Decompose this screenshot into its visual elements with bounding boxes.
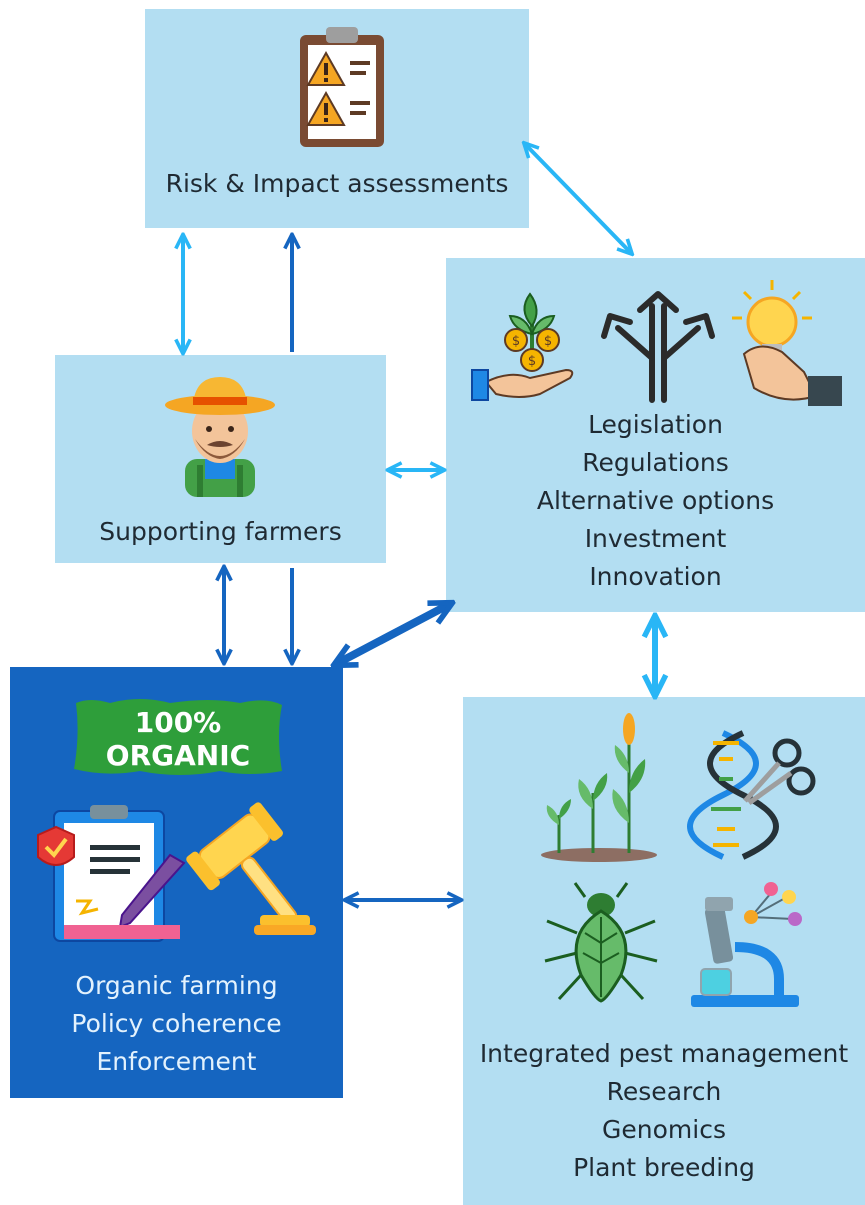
farmer-icon bbox=[165, 377, 275, 497]
ipm-line-1: Integrated pest management bbox=[479, 1039, 849, 1068]
svg-text:$: $ bbox=[512, 334, 520, 349]
legislation-box: $ $ $ Legislation Regulations bbox=[446, 258, 865, 612]
ipm-box: Integrated pest management Research Geno… bbox=[463, 697, 865, 1205]
gavel-icon bbox=[186, 802, 316, 935]
svg-text:$: $ bbox=[544, 334, 552, 349]
legislation-line-1: Legislation bbox=[588, 410, 723, 439]
arrow-organic-legislation bbox=[336, 604, 450, 664]
legislation-line-5: Innovation bbox=[589, 562, 722, 591]
risk-assessment-box: Risk & Impact assessments bbox=[145, 9, 529, 228]
organic-badge-line-1: 100% bbox=[135, 706, 222, 739]
svg-text:$: $ bbox=[528, 354, 536, 369]
ipm-line-2: Research bbox=[606, 1077, 722, 1106]
microscope-icon bbox=[691, 882, 802, 1007]
leaf-insect-icon bbox=[544, 882, 658, 1003]
arrow-risk-legislation bbox=[525, 144, 631, 253]
supporting-farmers-label: Supporting farmers bbox=[99, 517, 342, 546]
growing-plants-icon bbox=[541, 713, 657, 862]
money-plant-hand-icon: $ $ $ bbox=[471, 292, 574, 401]
legislation-line-4: Investment bbox=[584, 524, 727, 553]
organic-policy-clipboard-icon bbox=[37, 805, 186, 942]
risk-clipboard-icon bbox=[300, 27, 384, 147]
organic-line-2: Policy coherence bbox=[71, 1009, 282, 1038]
ipm-line-4: Plant breeding bbox=[573, 1153, 755, 1182]
organic-line-1: Organic farming bbox=[75, 971, 278, 1000]
supporting-farmers-box: Supporting farmers bbox=[55, 355, 386, 563]
organic-line-3: Enforcement bbox=[96, 1047, 257, 1076]
organic-badge-line-2: ORGANIC bbox=[106, 739, 250, 772]
legislation-line-3: Alternative options bbox=[536, 486, 775, 515]
lightbulb-hand-icon bbox=[732, 280, 842, 406]
dna-scissors-icon bbox=[687, 730, 816, 860]
ipm-line-3: Genomics bbox=[602, 1115, 726, 1144]
organic-farming-box: 100% ORGANIC Organic farming Policy cohe… bbox=[10, 667, 343, 1098]
risk-assessment-label: Risk & Impact assessments bbox=[165, 169, 509, 198]
legislation-line-2: Regulations bbox=[582, 448, 729, 477]
organic-badge: 100% ORGANIC bbox=[74, 699, 282, 775]
split-arrows-icon bbox=[601, 291, 715, 403]
